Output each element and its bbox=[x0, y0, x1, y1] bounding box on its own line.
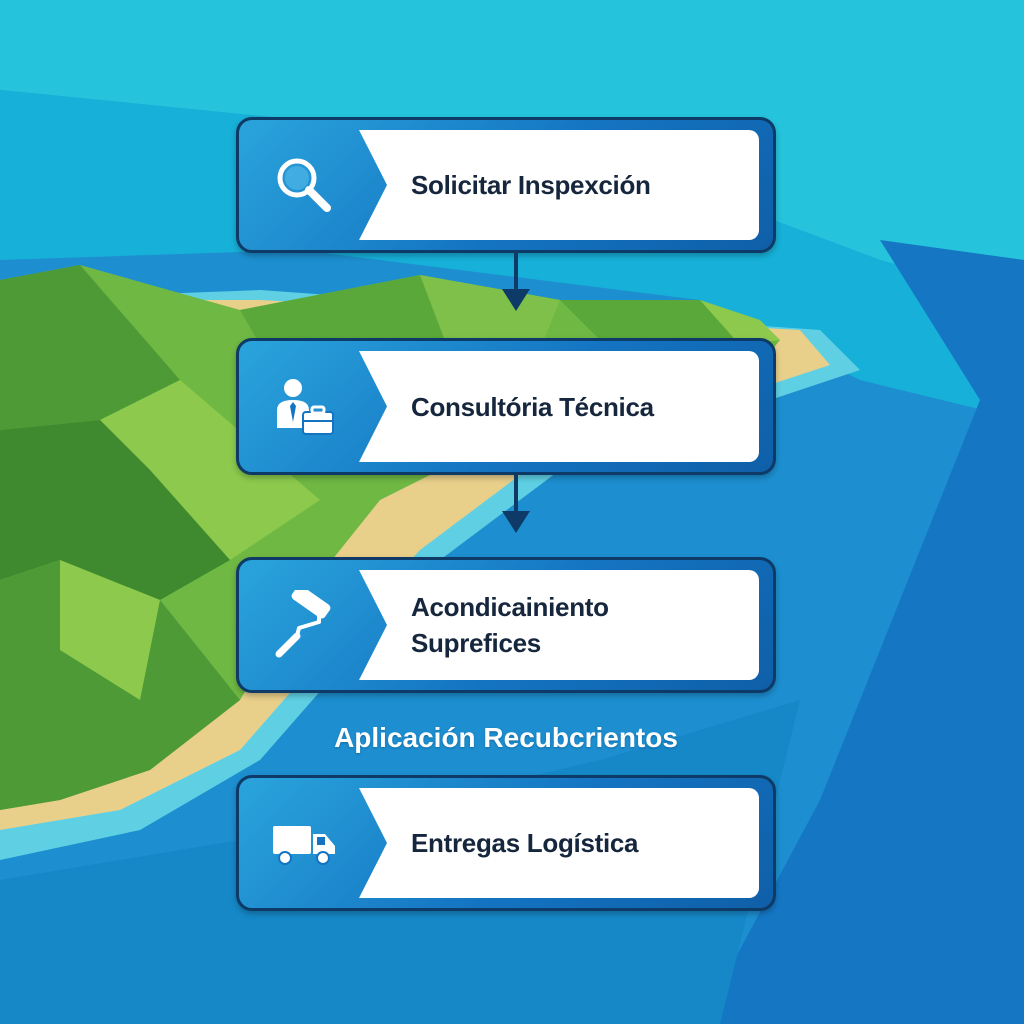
step-label-2: Consultória Técnica bbox=[411, 391, 654, 422]
step-label-1: Solicitar Inspexción bbox=[411, 170, 651, 200]
consultant-briefcase-icon bbox=[277, 378, 334, 435]
step-box-4: Entregas Logística bbox=[236, 775, 776, 911]
step-box-3: Acondicainiento Suprefices bbox=[236, 557, 776, 693]
coating-application-label: Aplicación Recubcrientos bbox=[334, 722, 678, 753]
arrow-down-icon-2 bbox=[502, 475, 530, 533]
step-box-2: Consultória Técnica bbox=[236, 338, 776, 475]
step-label-panel-1: Solicitar Inspexción bbox=[359, 130, 759, 240]
step-label-panel-2: Consultória Técnica bbox=[359, 351, 759, 462]
step-label-panel-3: Acondicainiento Suprefices bbox=[359, 570, 759, 680]
step-label-3: Acondicainiento Suprefices bbox=[411, 592, 609, 658]
step-label-4: Entregas Logística bbox=[411, 828, 639, 858]
paint-roller-icon bbox=[275, 590, 331, 658]
arrow-down-icon-1 bbox=[502, 253, 530, 311]
step-label-panel-4: Entregas Logística bbox=[359, 788, 759, 898]
magnifier-icon bbox=[277, 158, 331, 212]
step-box-1: Solicitar Inspexción bbox=[236, 117, 776, 253]
delivery-truck-icon bbox=[273, 826, 335, 865]
